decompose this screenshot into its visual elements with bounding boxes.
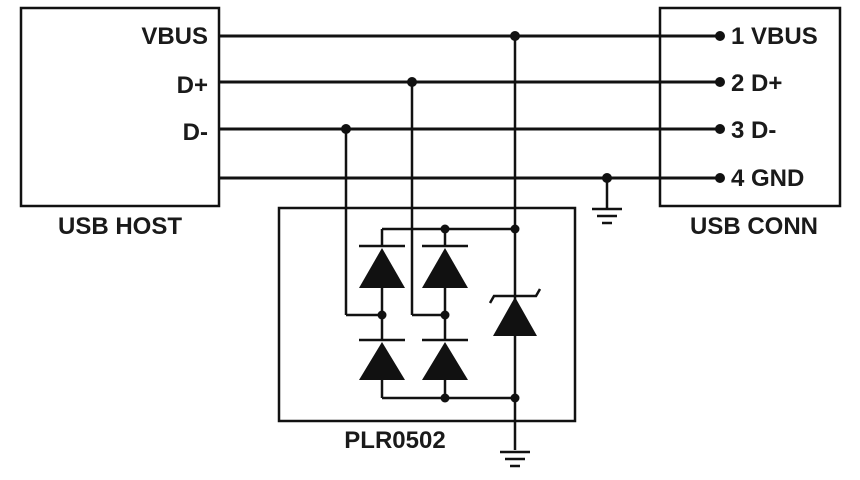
col1-tap-junction bbox=[377, 310, 387, 320]
conn-pin-2-dot bbox=[715, 77, 725, 87]
ground-symbol-icon bbox=[500, 450, 530, 468]
conn-pin-1-label: 1 VBUS bbox=[731, 23, 818, 50]
conn-pin-2-label: 2 D+ bbox=[731, 70, 782, 97]
host-pin-vbus-label: VBUS bbox=[141, 23, 208, 50]
usb-host-title: USB HOST bbox=[58, 213, 182, 240]
usb-conn-title: USB CONN bbox=[690, 213, 818, 240]
col2-tap-junction bbox=[440, 310, 450, 320]
diode-icon bbox=[422, 342, 468, 380]
diode-icon bbox=[359, 342, 405, 380]
diode-icon bbox=[422, 248, 468, 288]
diode-icon bbox=[359, 248, 405, 288]
ground-symbol-icon bbox=[592, 178, 622, 225]
conn-pin-3-label: 3 D- bbox=[731, 117, 776, 144]
plr0502-title: PLR0502 bbox=[344, 427, 445, 454]
host-pin-dplus-label: D+ bbox=[177, 72, 208, 99]
conn-pin-4-label: 4 GND bbox=[731, 165, 804, 192]
conn-pin-4-dot bbox=[715, 173, 725, 183]
host-pin-dminus-label: D- bbox=[183, 119, 208, 146]
rail-bottom-junction-right bbox=[510, 393, 520, 403]
plr0502-chip-block bbox=[277, 206, 577, 423]
zener-diode-icon bbox=[488, 288, 542, 336]
conn-pin-3-dot bbox=[715, 124, 725, 134]
usb-host-block bbox=[19, 6, 221, 208]
rail-top-junction-right bbox=[510, 224, 520, 234]
usb-conn-block bbox=[658, 6, 842, 208]
conn-pin-1-dot bbox=[715, 31, 725, 41]
